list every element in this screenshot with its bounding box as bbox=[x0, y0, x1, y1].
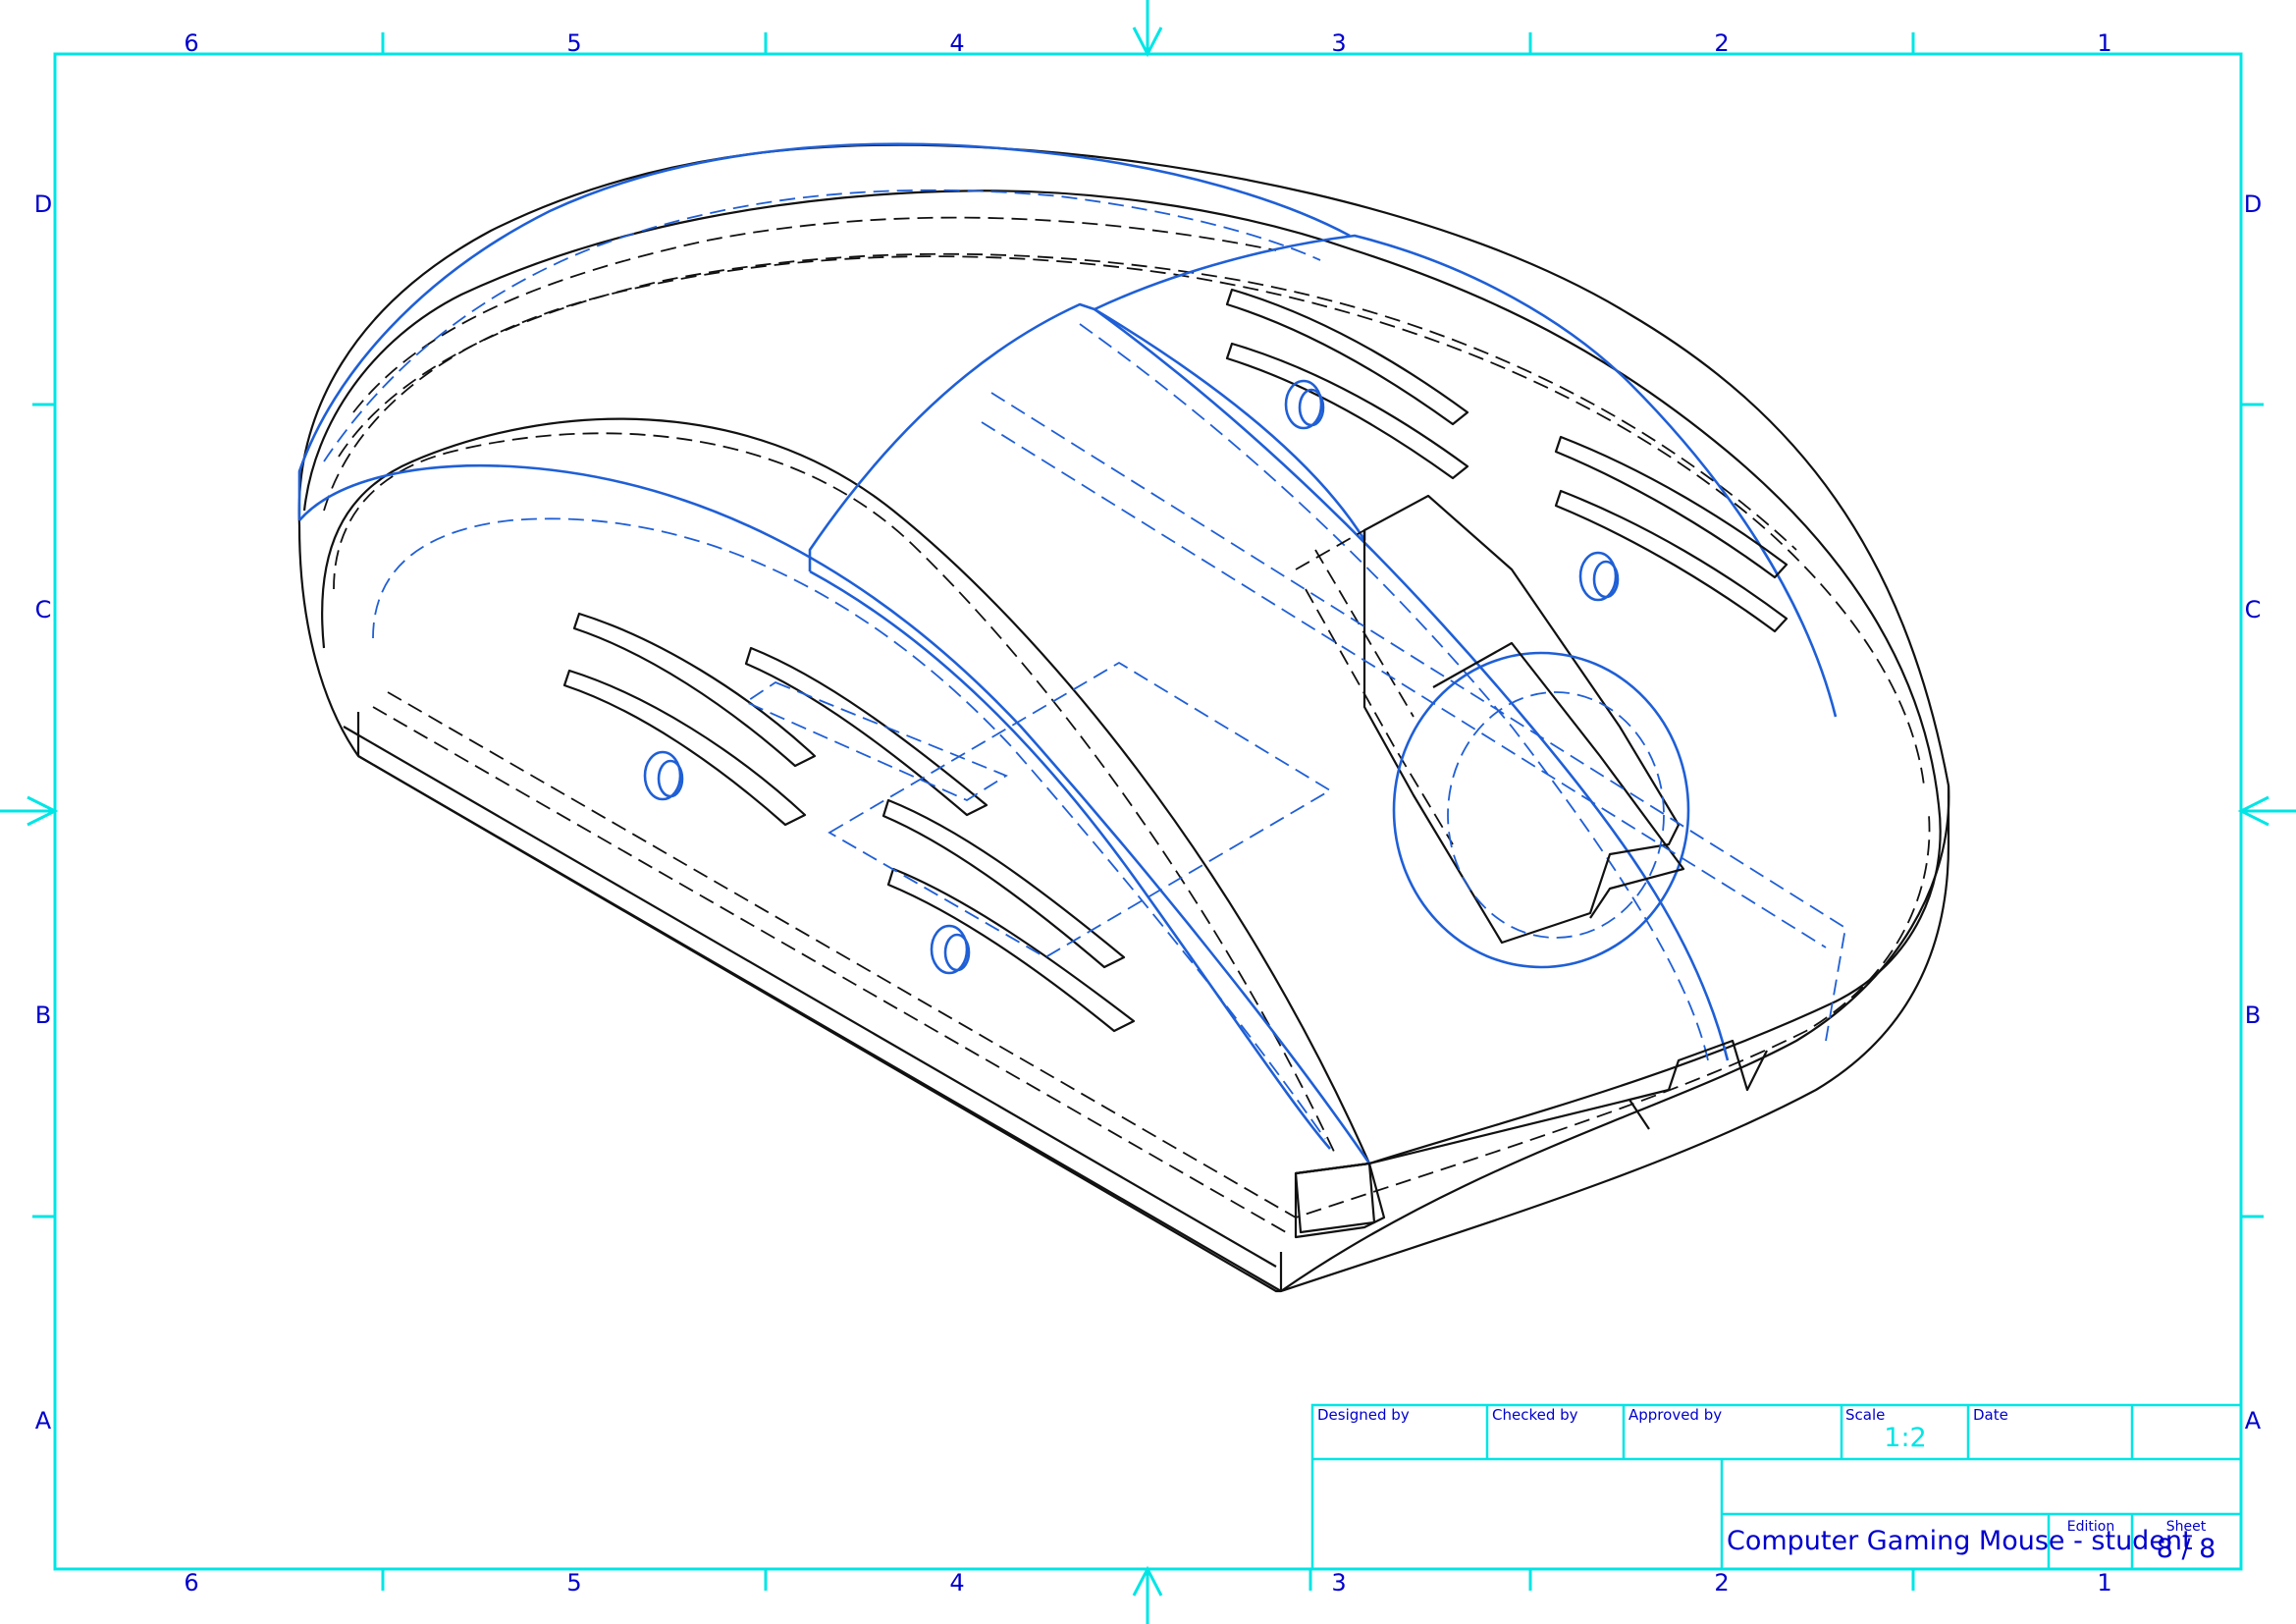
column-labels-bottom: 6 5 4 3 2 1 bbox=[184, 1569, 2111, 1597]
mouse-shell-hidden-2 bbox=[323, 255, 1925, 786]
mouse-left-button-edge bbox=[808, 302, 1366, 571]
col-label: 2 bbox=[1714, 1569, 1729, 1597]
col-label: 5 bbox=[566, 1569, 581, 1597]
col-label: 3 bbox=[1331, 1569, 1346, 1597]
mouse-base-edge bbox=[343, 726, 1950, 1293]
date-label: Date bbox=[1973, 1406, 2008, 1424]
row-label: A bbox=[35, 1407, 52, 1435]
grip-slots-right bbox=[1225, 288, 1789, 633]
sheet-number: 8 / 8 bbox=[2157, 1534, 2216, 1564]
col-label: 2 bbox=[1714, 29, 1729, 57]
mouse-shell bbox=[302, 189, 1942, 1175]
mouse-shell-hidden-1 bbox=[333, 432, 1336, 1155]
screw-holes bbox=[643, 379, 1620, 975]
mouse-shell-hidden-4 bbox=[352, 216, 1277, 413]
col-label: 4 bbox=[949, 1569, 964, 1597]
scale-value: 1:2 bbox=[1884, 1423, 1926, 1453]
mouse-left-panel-hidden bbox=[372, 517, 1326, 1140]
row-label: B bbox=[2245, 1001, 2261, 1029]
row-label: C bbox=[35, 596, 52, 623]
row-labels-left: D C B A bbox=[34, 190, 52, 1435]
column-ticks bbox=[381, 32, 1915, 1591]
row-label: D bbox=[34, 190, 52, 218]
column-labels-top: 6 5 4 3 2 1 bbox=[184, 29, 2111, 57]
drawing-title: Computer Gaming Mouse - student bbox=[1727, 1526, 2193, 1556]
checked-by-label: Checked by bbox=[1492, 1406, 1578, 1424]
mouse-right-seam-hidden bbox=[1079, 323, 1709, 1061]
title-block: Designed by Checked by Approved by Scale… bbox=[1310, 1403, 2243, 1571]
col-label: 3 bbox=[1331, 29, 1346, 57]
row-label: D bbox=[2244, 190, 2262, 218]
mouse-right-seam bbox=[1094, 307, 1730, 1061]
mouse-isometric-view bbox=[297, 142, 1950, 1293]
mouse-front-right bbox=[1629, 1039, 1768, 1102]
row-ticks bbox=[32, 403, 2264, 1218]
col-label: 4 bbox=[949, 29, 964, 57]
mouse-center-seam bbox=[809, 569, 1331, 1150]
approved-by-label: Approved by bbox=[1629, 1406, 1722, 1424]
col-label: 5 bbox=[566, 29, 581, 57]
sheet-label: Sheet bbox=[2166, 1519, 2207, 1535]
row-label: B bbox=[35, 1001, 51, 1029]
row-labels-right: D C B A bbox=[2244, 190, 2262, 1435]
mouse-shell-hidden-3 bbox=[338, 252, 1797, 551]
inner-border bbox=[53, 52, 2243, 1571]
mouse-left-panel bbox=[298, 463, 1371, 1164]
scale-label: Scale bbox=[1845, 1406, 1885, 1424]
grip-slots-left bbox=[562, 612, 1136, 1033]
scroll-housing bbox=[1362, 494, 1681, 945]
internal-pcb-plate bbox=[828, 661, 1332, 959]
internal-frame-hidden bbox=[981, 392, 1846, 1042]
designed-by-label: Designed by bbox=[1317, 1406, 1410, 1424]
col-label: 6 bbox=[184, 1569, 198, 1597]
col-label: 1 bbox=[2097, 1569, 2111, 1597]
edition-label: Edition bbox=[2067, 1519, 2114, 1535]
col-label: 1 bbox=[2097, 29, 2111, 57]
mouse-base-hidden bbox=[372, 691, 1931, 1233]
scroll-wheel-edge bbox=[1432, 641, 1685, 919]
scroll-wheel-hidden bbox=[1447, 691, 1665, 939]
scroll-wheel bbox=[1392, 651, 1690, 969]
mouse-rear-arch bbox=[297, 142, 1351, 520]
internal-pcb-plate-2 bbox=[744, 680, 1008, 802]
col-label: 6 bbox=[184, 29, 198, 57]
row-label: C bbox=[2245, 596, 2262, 623]
mouse-outer-contour bbox=[297, 143, 1950, 1293]
mouse-rear-arch-hidden bbox=[323, 189, 1321, 462]
mouse-right-button bbox=[1094, 234, 1838, 718]
mouse-base-lower bbox=[356, 712, 1950, 1291]
row-label: A bbox=[2245, 1407, 2262, 1435]
